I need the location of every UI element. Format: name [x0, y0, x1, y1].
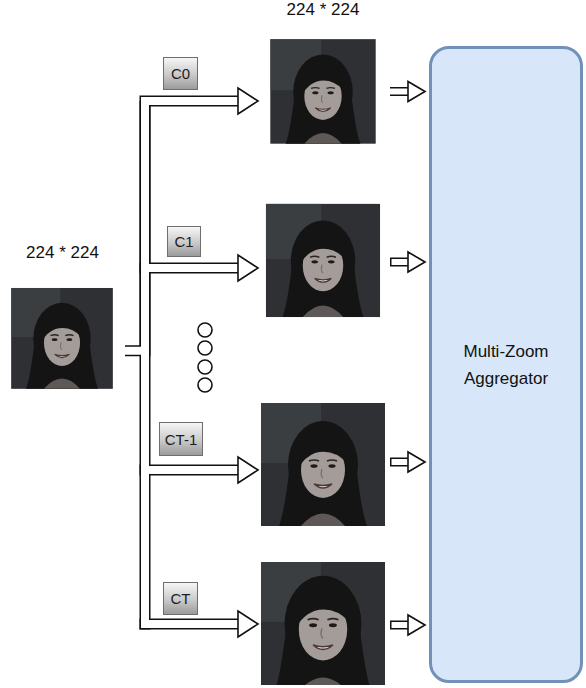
zoom-label: CT [171, 590, 191, 607]
face-use [261, 403, 385, 526]
zoom-photo [270, 39, 375, 144]
ellipsis-dot [198, 323, 212, 337]
branch-shaft [141, 620, 241, 628]
zoomed-image: 224 * 224 [261, 30, 385, 153]
small-shaft [390, 458, 410, 467]
zoom-label-box: C0 [163, 57, 198, 90]
ellipsis-dot [198, 360, 212, 374]
zoom-label-box: CT-1 [159, 422, 203, 456]
size-label: 224 * 224 [0, 243, 155, 263]
branch-shaft [140, 263, 241, 274]
branch-shaft [141, 264, 241, 272]
arrow-head [238, 611, 258, 637]
arrow-head [408, 452, 425, 472]
branch-shaft [140, 465, 241, 476]
ellipsis-dot [198, 341, 212, 355]
face-use [270, 39, 375, 144]
input-image: 224 * 224 [0, 277, 125, 400]
face-use [11, 288, 113, 389]
arrow-head [238, 255, 258, 281]
arrow-head [408, 615, 425, 635]
face-use [261, 562, 385, 685]
face-use [266, 204, 380, 317]
zoom-label-box: CT [163, 582, 198, 615]
arrow-fills [125, 92, 411, 629]
small-shaft [390, 258, 410, 267]
ellipsis-dot [198, 378, 212, 392]
small-shaft [390, 621, 410, 630]
zoom-label: CT-1 [165, 431, 198, 448]
zoom-label-box: C1 [167, 226, 201, 257]
arrow-heads [238, 82, 425, 638]
aggregator-box: Multi-Zoom Aggregator [429, 46, 583, 683]
arrow-head [408, 252, 425, 272]
zoom-label: C1 [174, 233, 193, 250]
connector-fill [125, 101, 241, 351]
input-photo [11, 288, 113, 389]
arrow-head [408, 82, 425, 102]
size-label: 224 * 224 [231, 0, 415, 20]
arrow-outlines [125, 92, 411, 630]
connector-outline [125, 101, 241, 351]
branch-shaft [141, 466, 241, 474]
aggregator-label: Multi-Zoom Aggregator [450, 338, 562, 392]
zoom-photo [261, 403, 385, 526]
zoom-photo [266, 204, 380, 317]
branch-shaft [140, 619, 241, 630]
ellipsis-dots [198, 323, 212, 392]
arrow-head [238, 457, 258, 483]
zoom-label: C0 [171, 65, 190, 82]
arrow-head [238, 88, 258, 114]
zoom-photo [261, 562, 385, 685]
